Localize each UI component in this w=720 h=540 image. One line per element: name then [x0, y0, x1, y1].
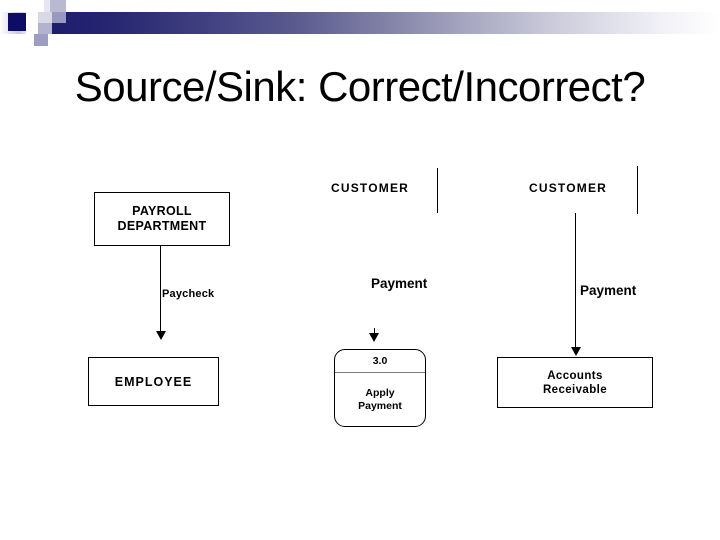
header-gradient-band: [34, 12, 720, 34]
left-sink-entity-label: EMPLOYEE: [114, 374, 193, 389]
mosaic-tile-8: [52, 12, 66, 23]
mosaic-tile-5: [50, 0, 66, 12]
left-source-entity-line1: PAYROLL: [132, 204, 192, 218]
right-flow-line: [575, 213, 576, 349]
mosaic-tile-6: [26, 12, 38, 23]
right-sink-entity-line2: Receivable: [542, 383, 608, 396]
right-sink-entity-line1: Accounts: [547, 369, 603, 382]
left-flow-line: [160, 246, 161, 333]
mosaic-tile-11: [20, 34, 34, 46]
left-flow-arrowhead: [155, 331, 166, 340]
right-sink-entity-label: Accounts Receivable: [543, 369, 607, 397]
middle-flow-line: [374, 328, 375, 335]
middle-process-name: Apply Payment: [335, 373, 425, 426]
middle-process-name-text: Apply Payment: [358, 387, 402, 413]
left-source-entity-box: PAYROLL DEPARTMENT: [94, 192, 230, 246]
left-flow-label: Paycheck: [162, 288, 215, 300]
mosaic-tile-10: [38, 23, 52, 34]
mosaic-tile-12: [34, 34, 48, 46]
mosaic-accent-square: [8, 13, 26, 31]
left-source-entity-line2: DEPARTMENT: [117, 219, 207, 233]
middle-process-name-line2: Payment: [358, 399, 402, 412]
page-title: Source/Sink: Correct/Incorrect?: [74, 63, 646, 110]
right-flow-arrowhead: [570, 347, 581, 356]
right-source-entity-label: CUSTOMER: [529, 181, 608, 195]
mosaic-tile-9: [26, 23, 38, 34]
left-sink-entity-box: EMPLOYEE: [88, 357, 219, 406]
middle-process-name-line1: Apply: [365, 386, 395, 399]
middle-flow-label: Payment: [371, 276, 428, 291]
middle-source-entity-bar: [437, 168, 438, 213]
middle-process-id: 3.0: [335, 350, 425, 373]
middle-process-box: 3.0 Apply Payment: [334, 349, 426, 427]
right-flow-label: Payment: [580, 283, 637, 298]
right-sink-entity-box: Accounts Receivable: [497, 357, 653, 408]
middle-flow-arrowhead: [369, 333, 379, 342]
left-source-entity-label: PAYROLL DEPARTMENT: [118, 204, 207, 234]
right-source-entity-bar: [637, 166, 638, 214]
middle-source-entity-label: CUSTOMER: [331, 181, 410, 195]
mosaic-tile-7: [38, 12, 52, 23]
